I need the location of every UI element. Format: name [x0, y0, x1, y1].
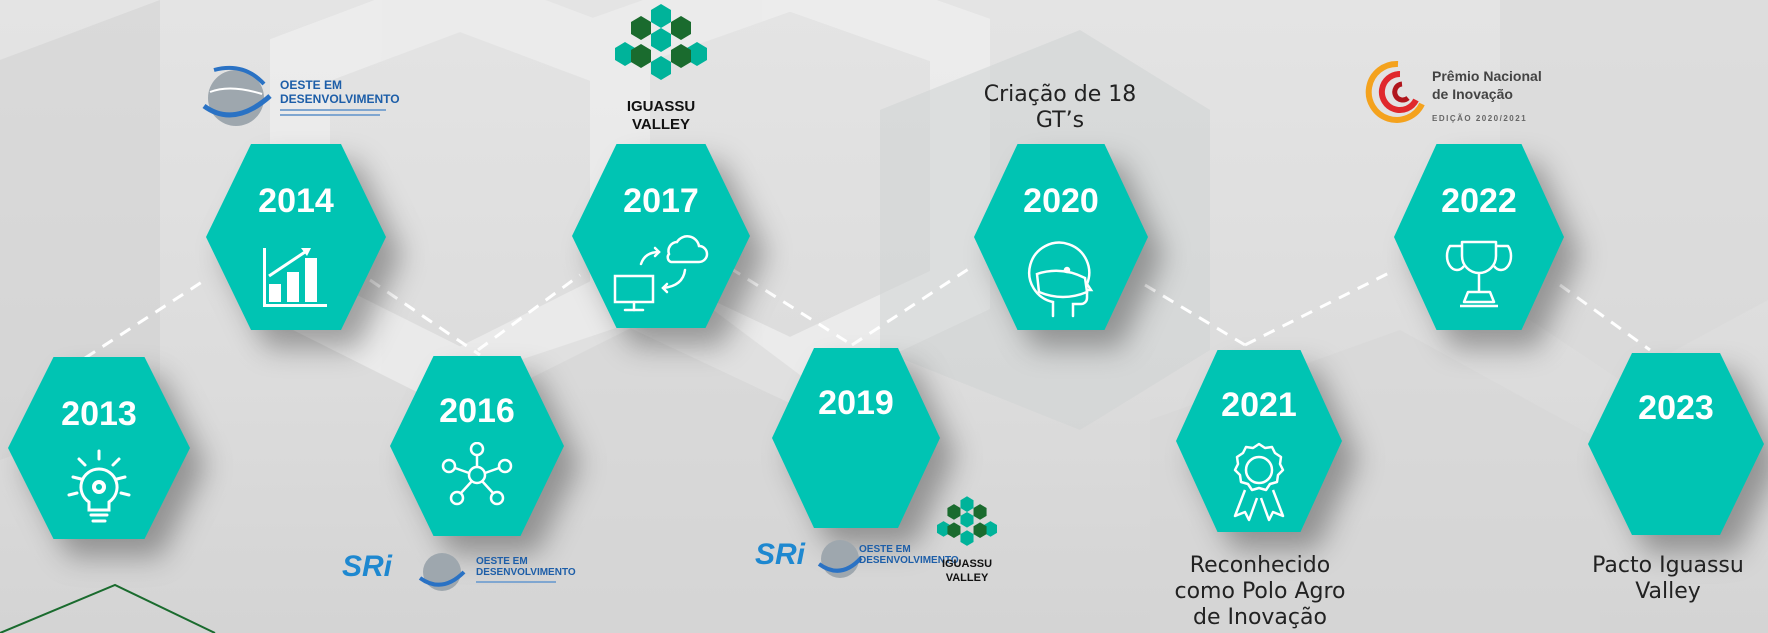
milestone-2019: 2019	[772, 348, 940, 528]
globe-icon	[817, 540, 863, 578]
oeste-title-line2: DESENVOLVIMENTO	[859, 555, 959, 566]
oeste-title-line2: DESENVOLVIMENTO	[280, 92, 400, 106]
year-label: 2013	[61, 395, 137, 433]
hex-cluster-icon	[615, 4, 707, 80]
milestone-2020: 2020	[974, 144, 1148, 330]
premio-line2: de Inovação	[1432, 86, 1513, 102]
lightbulb-gear-icon	[67, 449, 131, 523]
globe-icon	[202, 65, 272, 126]
caption-2023: Pacto Iguassu Valley	[1568, 553, 1768, 605]
milestone-2014: 2014	[206, 144, 386, 330]
year-label: 2016	[439, 392, 515, 430]
caption-line: Pacto Iguassu	[1592, 553, 1744, 578]
oeste-title-line2: DESENVOLVIMENTO	[476, 567, 576, 578]
year-label: 2022	[1441, 182, 1517, 220]
iguassu-line2: VALLEY	[631, 116, 691, 133]
caption-line: de Inovação	[1193, 605, 1327, 630]
year-label: 2020	[1023, 182, 1099, 220]
caption-line: Reconhecido	[1189, 553, 1331, 578]
sri-label: SRi	[342, 550, 393, 583]
year-label: 2023	[1638, 389, 1714, 427]
trophy-icon	[1445, 240, 1513, 308]
network-people-icon	[441, 442, 513, 506]
bar-chart-growth-icon	[263, 248, 327, 307]
caption-2020: Criação de 18 GT’s	[960, 82, 1160, 134]
oeste-desenvolvimento-logo: OESTE EM DESENVOLVIMENTO	[200, 62, 400, 132]
swirl-emblem-icon	[1365, 60, 1425, 123]
hex-cluster-icon	[937, 496, 997, 546]
caption-line: como Polo Agro	[1174, 579, 1346, 604]
iguassu-line1: IGUASSU	[941, 558, 993, 570]
globe-icon	[418, 553, 466, 591]
iguassu-line1: IGUASSU	[626, 98, 696, 115]
oeste-title-line1: OESTE EM	[280, 78, 343, 92]
year-label: 2021	[1221, 386, 1297, 424]
award-ribbon-icon	[1233, 442, 1285, 522]
sri-oeste-iguassu-logo-2019: SRi OESTE EM DESENVOLVIMENTO IGUASSU VAL…	[755, 496, 1005, 586]
iguassu-valley-logo-top: IGUASSU VALLEY	[615, 4, 707, 134]
premio-edition: EDIÇÃO 2020/2021	[1432, 114, 1528, 123]
sri-oeste-logo-2016: SRi OESTE EM DESENVOLVIMENTO	[342, 548, 576, 594]
milestone-2023: 2023	[1588, 353, 1764, 535]
caption-line: Criação de 18	[983, 82, 1137, 107]
year-label: 2017	[623, 182, 699, 220]
milestone-2021: 2021	[1176, 350, 1342, 532]
premio-line1: Prêmio Nacional	[1432, 68, 1542, 84]
sri-label: SRi	[755, 538, 806, 571]
milestone-2013: 2013	[8, 357, 190, 539]
year-label: 2014	[258, 182, 334, 220]
computer-cloud-sync-icon	[613, 235, 709, 312]
face-mask-icon	[1027, 241, 1094, 318]
caption-2021: Reconhecido como Polo Agro de Inovação	[1160, 553, 1360, 631]
premio-nacional-inovacao-logo: Prêmio Nacional de Inovação EDIÇÃO 2020/…	[1364, 58, 1544, 130]
oeste-title-line1: OESTE EM	[476, 556, 528, 567]
year-label: 2019	[818, 384, 894, 422]
iguassu-line2: VALLEY	[945, 572, 989, 584]
oeste-title-line1: OESTE EM	[859, 544, 911, 555]
milestone-2022: 2022	[1394, 144, 1564, 330]
caption-line: Valley	[1635, 579, 1701, 604]
milestone-2016: 2016	[390, 356, 564, 536]
milestone-2017: 2017	[572, 144, 750, 328]
caption-line: GT’s	[1035, 108, 1085, 133]
